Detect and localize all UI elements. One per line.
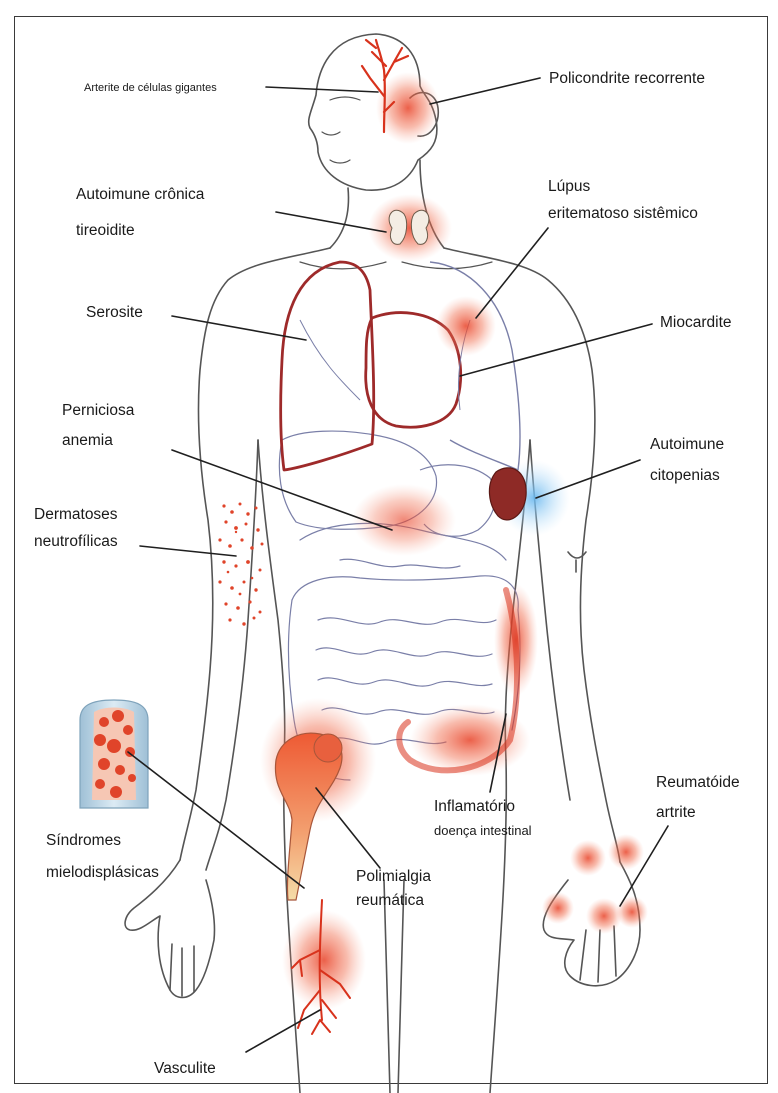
label-ra-line-1: Reumatóide	[656, 772, 740, 794]
label-ra-line-2: artrite	[656, 802, 740, 824]
joint-glow-1	[570, 840, 606, 876]
label-ibd-line-1: Inflamatório	[434, 796, 532, 818]
thyroid-glow	[368, 194, 452, 262]
label-mds-line-1: Síndromes	[46, 830, 159, 852]
label-serositis: Serosite	[86, 302, 143, 324]
label-dermatoses-line-1: Dermatoses	[34, 504, 118, 526]
label-lupus-line-1: Lúpus	[548, 176, 698, 198]
label-vasculitis: Vasculite	[154, 1058, 216, 1080]
label-cytopenias-line-1: Autoimune	[650, 434, 724, 456]
stomach-glow	[352, 484, 456, 556]
bone-marrow-inset	[80, 700, 148, 808]
label-pernicious-anemia-line-2: anemia	[62, 430, 134, 452]
joint-glow-5	[616, 896, 648, 928]
dermatosis-rash	[218, 503, 263, 626]
label-thyroiditis: Autoimune crônica tireoidite	[76, 184, 204, 242]
label-rheumatoid-arthritis: Reumatóide artrite	[656, 772, 740, 824]
label-mds-line-2: mielodisplásicas	[46, 862, 159, 884]
joint-glow-3	[542, 892, 574, 924]
label-neutrophilic-dermatoses: Dermatoses neutrofílicas	[34, 504, 118, 553]
label-cytopenias-line-2: citopenias	[650, 465, 724, 487]
label-autoimmune-cytopenias: Autoimune citopenias	[650, 434, 724, 487]
label-lupus-line-2: eritematoso sistêmico	[548, 203, 698, 225]
label-pmr-line-2: reumática	[356, 890, 431, 912]
thigh-vessel-glow	[282, 910, 366, 1010]
label-pernicious-anemia: Perniciosa anemia	[62, 400, 134, 452]
thorax-organs	[281, 262, 520, 470]
label-thyroiditis-line-1: Autoimune crônica	[76, 184, 204, 206]
label-myelodysplastic-syndromes: Síndromes mielodisplásicas	[46, 830, 159, 884]
label-giant-cell-arteritis: Arterite de células gigantes	[84, 80, 217, 96]
left-lung	[430, 262, 520, 470]
label-ibd-line-2: doença intestinal	[434, 820, 532, 842]
label-polymyalgia-rheumatica: Polimialgia reumática	[356, 866, 431, 912]
spleen	[489, 468, 526, 520]
label-relapsing-polychondritis: Policondrite recorrente	[549, 68, 705, 90]
label-pernicious-anemia-line-1: Perniciosa	[62, 400, 134, 422]
label-thyroiditis-line-2: tireoidite	[76, 220, 204, 242]
label-inflammatory-bowel-disease: Inflamatório doença intestinal	[434, 796, 532, 842]
label-pmr-line-1: Polimialgia	[356, 866, 431, 888]
label-lupus: Lúpus eritematoso sistêmico	[548, 176, 698, 225]
right-lung-pleura	[281, 262, 374, 470]
label-myocarditis: Miocardite	[660, 312, 732, 334]
label-dermatoses-line-2: neutrofílicas	[34, 531, 118, 553]
joint-glow-2	[608, 834, 644, 870]
